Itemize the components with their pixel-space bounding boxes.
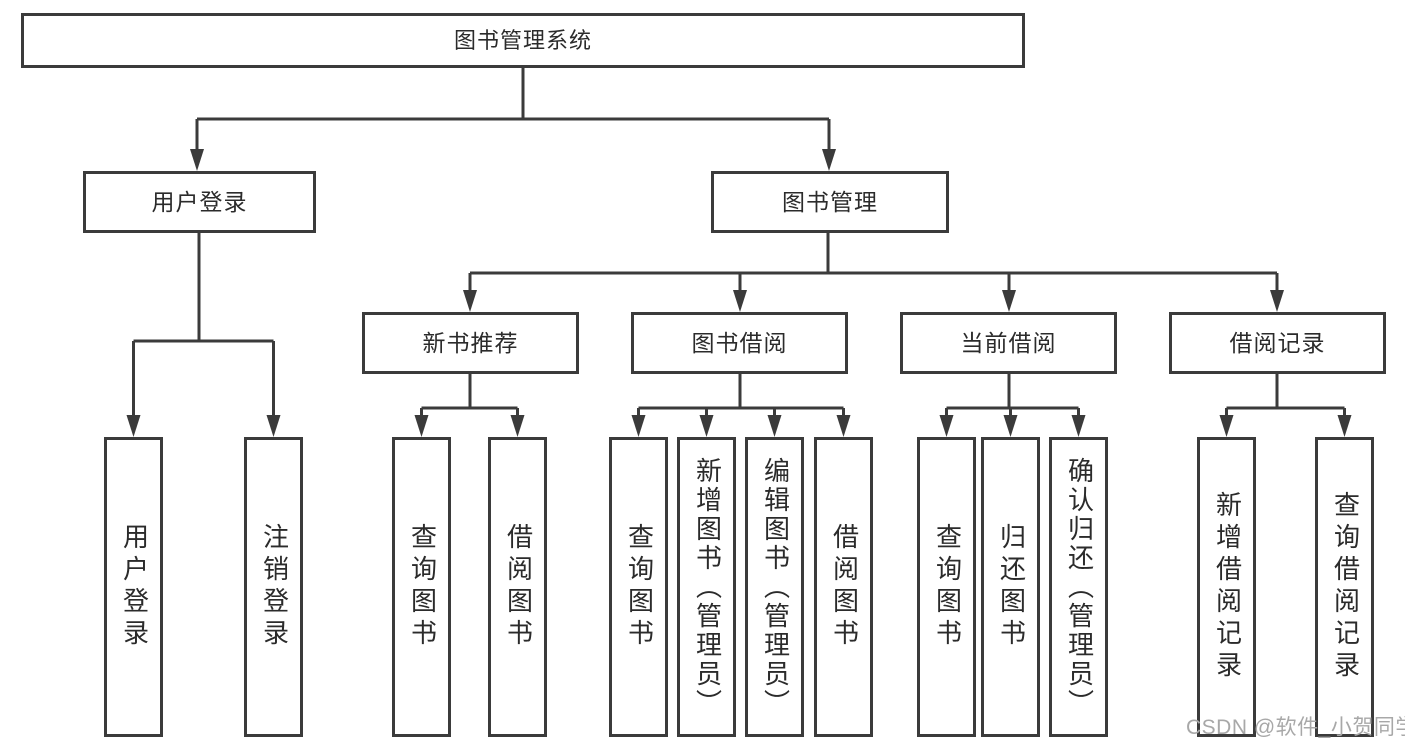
leaf-query-books-current: 查询图书 [917, 437, 976, 737]
leaf-query-borrowing-record: 查询借阅记录 [1315, 437, 1374, 737]
leaf-confirm-return-admin: 确认归还（管理员） [1049, 437, 1108, 737]
leaf-return-books: 归还图书 [981, 437, 1040, 737]
leaf-user-login: 用户登录 [104, 437, 163, 737]
leaf-edit-books-admin: 编辑图书（管理员） [745, 437, 804, 737]
node-borrowing-records: 借阅记录 [1169, 312, 1386, 374]
leaf-add-borrowing-record: 新增借阅记录 [1197, 437, 1256, 737]
node-book-management: 图书管理 [711, 171, 949, 233]
leaf-borrow-books-borrowing: 借阅图书 [814, 437, 873, 737]
node-current-borrowing: 当前借阅 [900, 312, 1117, 374]
leaf-query-books-borrowing: 查询图书 [609, 437, 668, 737]
node-book-borrowing: 图书借阅 [631, 312, 848, 374]
watermark: CSDN @软件_小贺同学 [1186, 716, 1405, 739]
leaf-borrow-books-recommend: 借阅图书 [488, 437, 547, 737]
leaf-query-books-recommend: 查询图书 [392, 437, 451, 737]
node-new-book-recommendation: 新书推荐 [362, 312, 579, 374]
leaf-logout-login: 注销登录 [244, 437, 303, 737]
leaf-add-books-admin: 新增图书（管理员） [677, 437, 736, 737]
node-library-management-system: 图书管理系统 [21, 13, 1025, 68]
node-user-login: 用户登录 [83, 171, 316, 233]
